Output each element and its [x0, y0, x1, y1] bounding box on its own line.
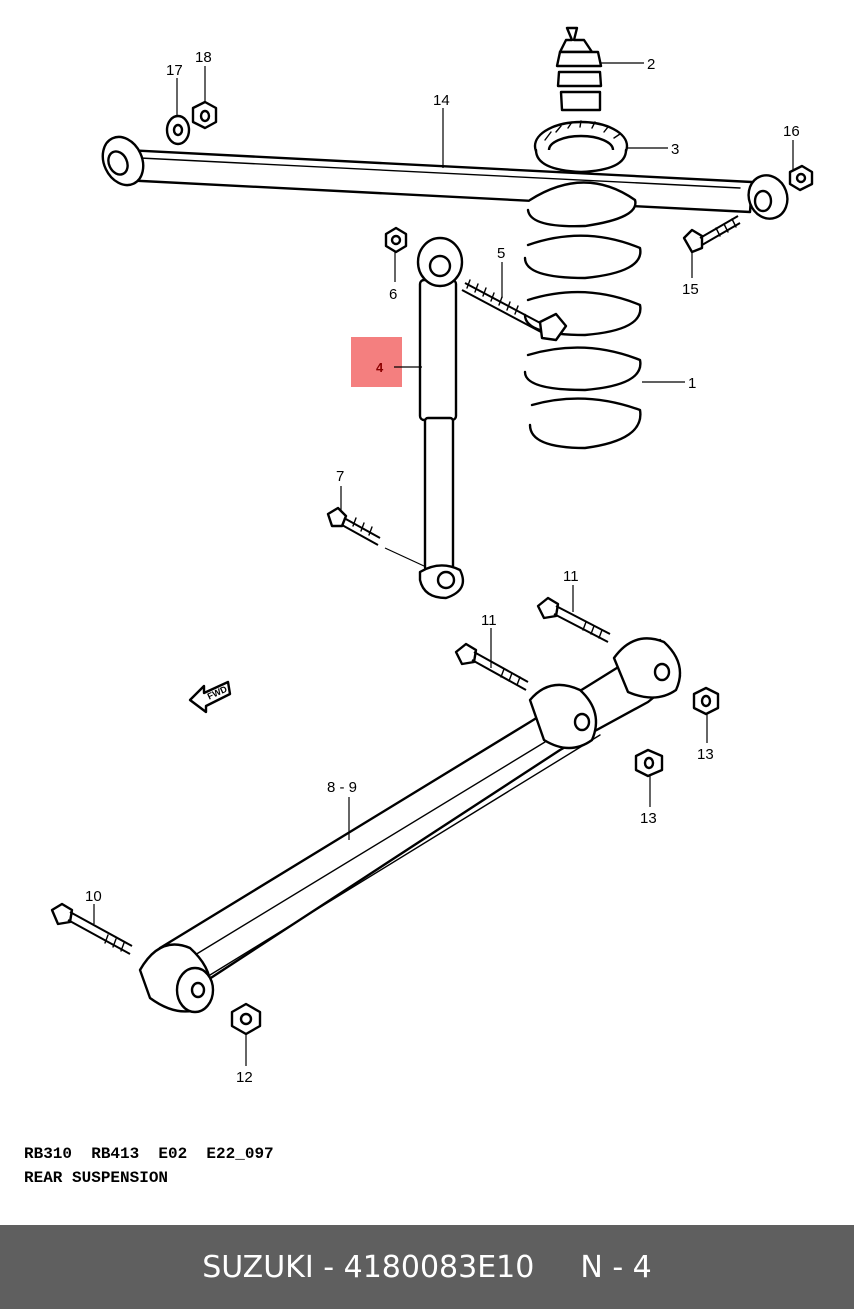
nut-part-16	[788, 164, 814, 192]
callout-8-9: 8 - 9	[327, 779, 357, 796]
callout-1: 1	[688, 375, 696, 392]
bolt-part-7	[326, 506, 381, 546]
footer-part-reference: SUZUKI - 4180083E10	[202, 1249, 535, 1285]
nut-part-6	[384, 226, 408, 254]
shock-absorber-part-4	[416, 236, 465, 600]
rear-suspension-diagram: FWD 1 2 3 4 5 6 7 8 - 9 10 11	[50, 26, 814, 1086]
callout-10: 10	[85, 888, 102, 905]
callout-6: 6	[389, 286, 397, 303]
bolt-part-5	[461, 279, 568, 342]
callout-3: 3	[671, 141, 679, 158]
footer-position: N - 4	[580, 1249, 652, 1285]
washer-part-17	[165, 114, 191, 146]
callout-11-upper: 11	[563, 568, 579, 585]
highlight-box-part-4	[351, 337, 402, 387]
coil-spring-part-1	[523, 181, 642, 450]
lateral-rod-part-14	[101, 135, 789, 220]
caption-title-line: REAR SUSPENSION	[24, 1169, 169, 1187]
caption-code-line: RB310 RB413 E02 E22_097	[24, 1145, 274, 1163]
callout-18: 18	[195, 49, 212, 66]
callout-15: 15	[682, 281, 699, 298]
callout-17: 17	[166, 62, 183, 79]
callout-12: 12	[236, 1069, 253, 1086]
callout-13-lower: 13	[640, 810, 657, 827]
bolt-part-11-upper	[536, 596, 611, 643]
trailing-arm-part-8-9	[138, 637, 682, 1014]
callout-4: 4	[376, 360, 384, 375]
callout-11-lower: 11	[481, 612, 497, 629]
spring-seat-part-3	[533, 120, 629, 174]
bump-stopper-part-2	[555, 26, 603, 112]
callout-16: 16	[783, 123, 800, 140]
leader-lines	[93, 62, 794, 1066]
nut-part-12	[230, 1002, 262, 1036]
callout-5: 5	[497, 245, 505, 262]
callout-13-upper: 13	[697, 746, 714, 763]
nut-part-13-upper	[692, 686, 720, 716]
callout-labels: 1 2 3 4 5 6 7 8 - 9 10 11 11 12 13 13 14…	[85, 49, 800, 1086]
footer-bar: SUZUKI - 4180083E10 N - 4	[0, 1225, 854, 1309]
nut-part-18	[191, 100, 218, 130]
callout-2: 2	[647, 56, 655, 73]
diagram-caption: RB310 RB413 E02 E22_097 REAR SUSPENSION	[24, 1142, 274, 1190]
nut-part-13-lower	[634, 748, 664, 778]
callout-7: 7	[336, 468, 344, 485]
forward-direction-arrow: FWD	[188, 680, 232, 714]
bolt-part-15	[682, 215, 741, 254]
callout-14: 14	[433, 92, 450, 109]
bolt-part-10	[50, 902, 133, 955]
bolt-part-11-lower	[454, 642, 529, 691]
